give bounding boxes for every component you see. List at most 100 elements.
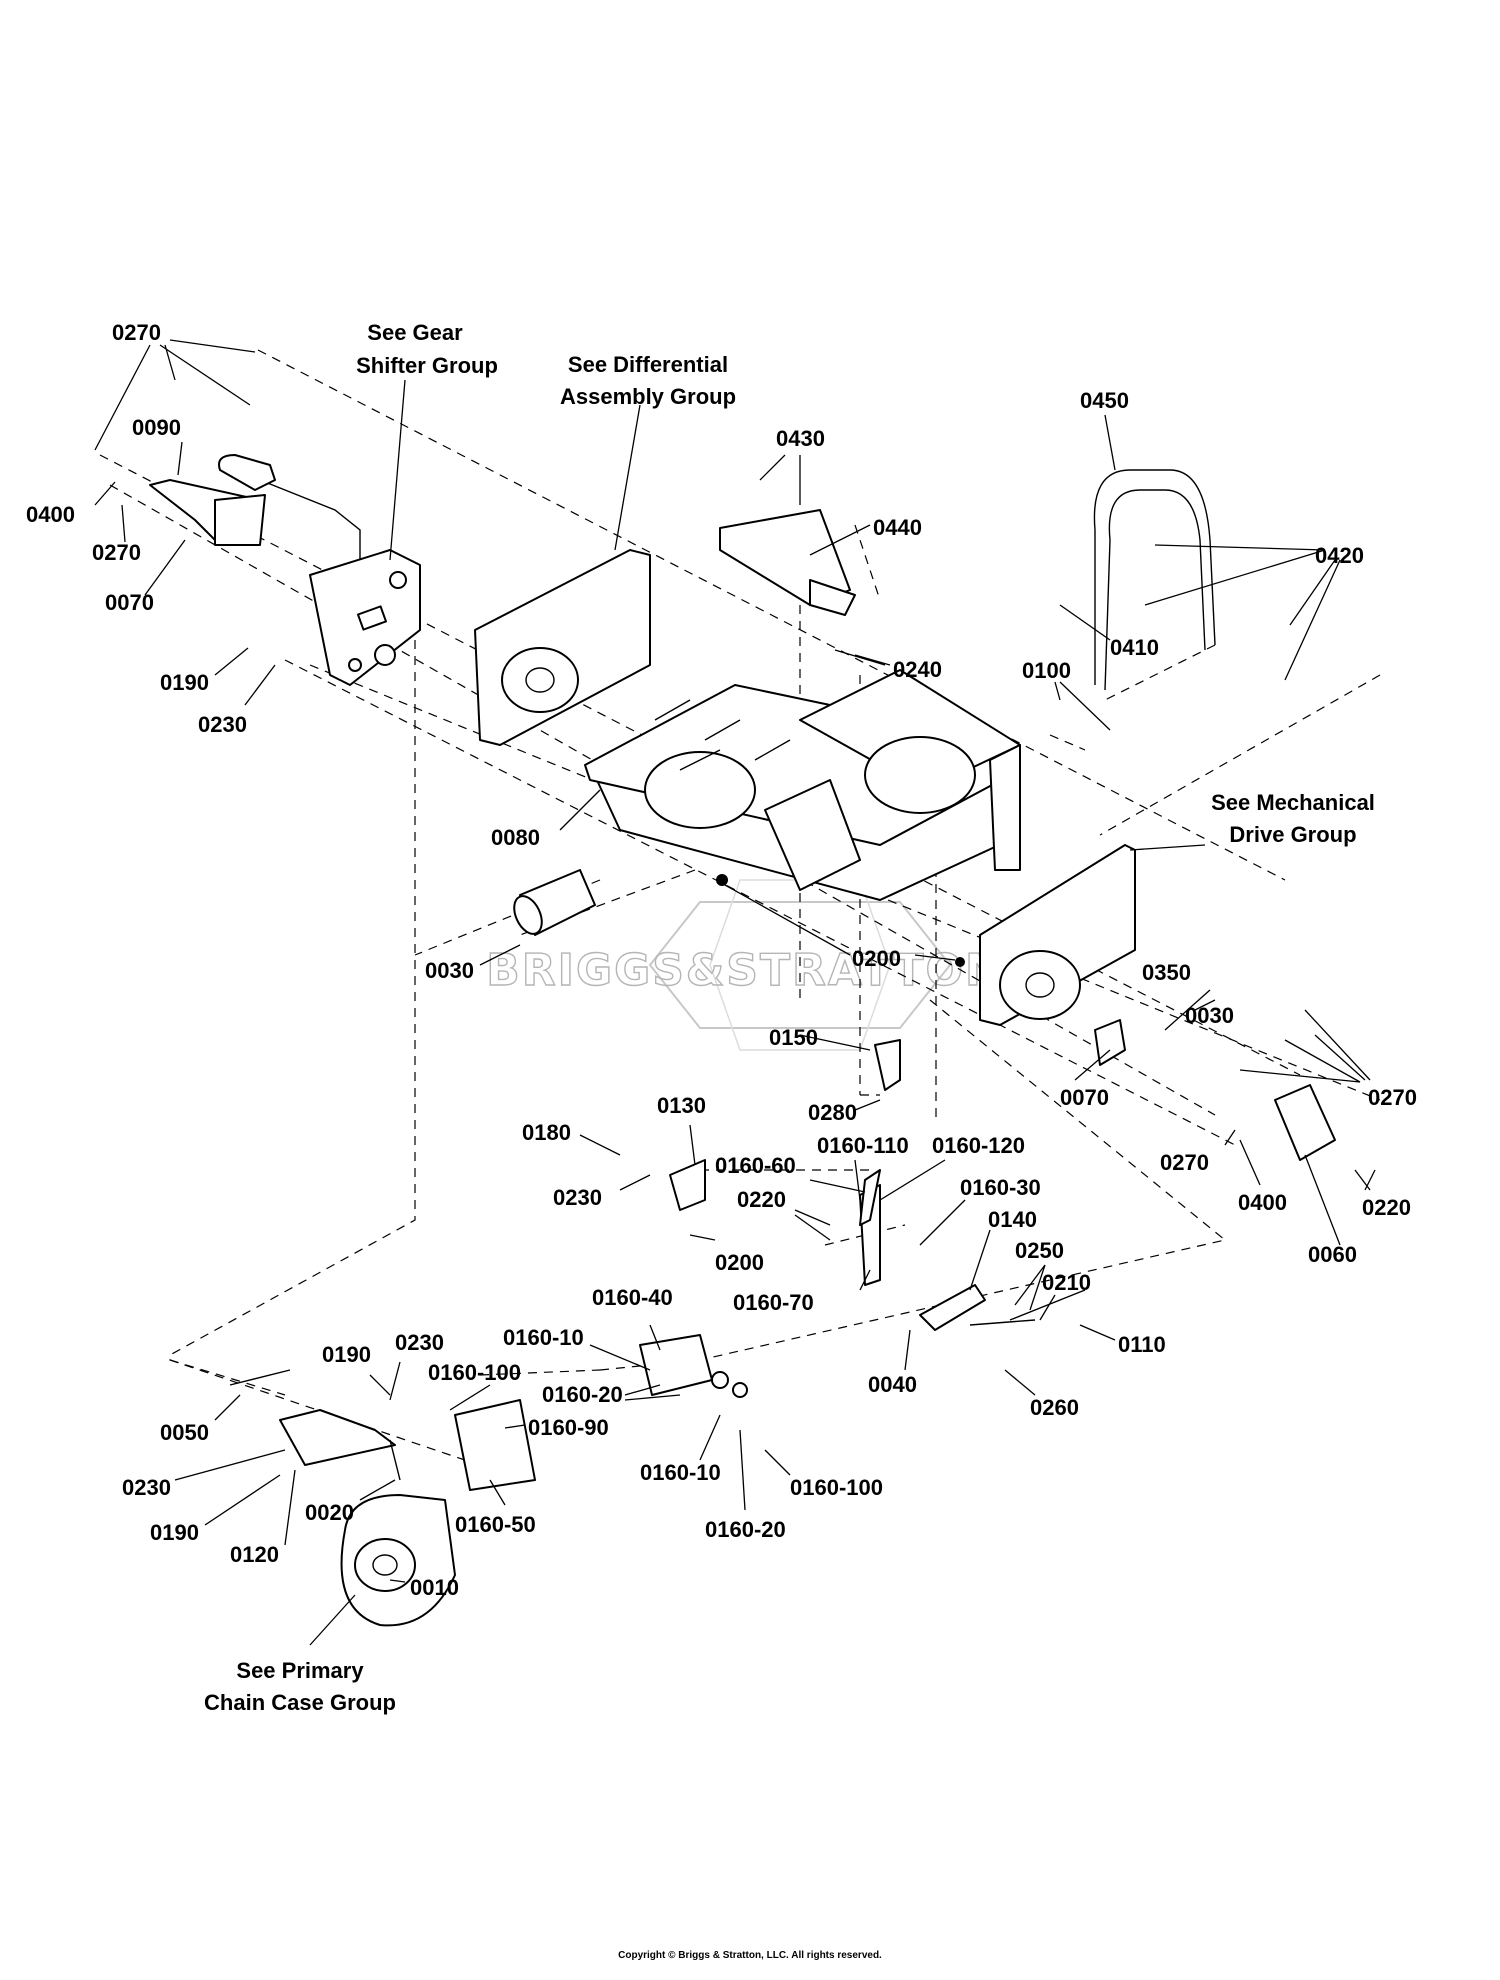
callout-0200: 0200 xyxy=(715,1250,764,1275)
callout-0210: 0210 xyxy=(1042,1270,1091,1295)
leader-0160-40 xyxy=(649,1324,661,1351)
alignment-line xyxy=(169,1359,286,1396)
leader-0450 xyxy=(1104,414,1116,471)
callout-0350: 0350 xyxy=(1142,960,1191,985)
leader-0190-a xyxy=(214,647,249,676)
leader-0210 xyxy=(1039,1294,1056,1321)
callout-0270: 0270 xyxy=(1368,1085,1417,1110)
leader-primary-chain-case xyxy=(309,1594,356,1646)
callout-0160-10: 0160-10 xyxy=(640,1460,721,1485)
leader-0160-100-b xyxy=(764,1449,791,1476)
callout-0190: 0190 xyxy=(322,1342,371,1367)
callout-0030: 0030 xyxy=(1185,1003,1234,1028)
leader-0110 xyxy=(1079,1324,1116,1341)
callout-0440: 0440 xyxy=(873,515,922,540)
spring-0110 xyxy=(1009,1289,1086,1321)
left-side-plate xyxy=(474,549,651,746)
frame-right-opening xyxy=(864,736,976,814)
note-mechanical-drive-line1: See Mechanical xyxy=(1211,790,1375,815)
callout-0040: 0040 xyxy=(868,1372,917,1397)
washer xyxy=(732,1382,748,1398)
leader-0090 xyxy=(177,441,183,476)
callout-0400: 0400 xyxy=(26,502,75,527)
callout-0160-20: 0160-20 xyxy=(705,1517,786,1542)
callout-0270: 0270 xyxy=(1160,1150,1209,1175)
leader-0160-60 xyxy=(809,1179,866,1193)
callout-0160-110: 0160-110 xyxy=(817,1133,909,1158)
leader-0160-20-a xyxy=(624,1384,681,1401)
alignment-line xyxy=(699,999,1227,1361)
leader-0350 xyxy=(1164,989,1211,1031)
callout-0150: 0150 xyxy=(769,1025,818,1050)
callout-0070: 0070 xyxy=(1060,1085,1109,1110)
leader-0120 xyxy=(284,1469,296,1546)
note-gear-shifter-line1: See Gear xyxy=(367,320,463,345)
callout-0200: 0200 xyxy=(852,946,901,971)
left-plate-hub xyxy=(501,647,579,713)
callout-0220: 0220 xyxy=(737,1187,786,1212)
leader-0410 xyxy=(1059,604,1111,641)
right-plate-hub-center xyxy=(1025,972,1055,998)
note-primary-chain-case-line2: Chain Case Group xyxy=(204,1690,396,1715)
leader-0020 xyxy=(359,1479,396,1501)
callout-0080: 0080 xyxy=(491,825,540,850)
callout-0160-10: 0160-10 xyxy=(503,1325,584,1350)
alignment-line xyxy=(169,640,526,1481)
shifter-hole xyxy=(348,658,362,672)
callout-0160-40: 0160-40 xyxy=(592,1285,673,1310)
frame-slots xyxy=(654,699,791,771)
callout-0400: 0400 xyxy=(1238,1190,1287,1215)
callout-0160-20: 0160-20 xyxy=(542,1382,623,1407)
left-plate xyxy=(474,549,651,746)
right-side-plate xyxy=(955,844,1136,1026)
callout-0010: 0010 xyxy=(410,1575,459,1600)
leader-0160-90 xyxy=(504,1424,526,1429)
frame-left-opening xyxy=(644,751,756,829)
leader-0270-a xyxy=(94,339,256,451)
leader-0150 xyxy=(799,1034,871,1051)
leader-0050 xyxy=(214,1394,241,1421)
washer xyxy=(711,1371,729,1389)
linkage-parts xyxy=(454,1039,1086,1491)
alignment-line xyxy=(284,659,1236,1146)
leader-0160-10-b xyxy=(699,1414,721,1461)
callout-0160-30: 0160-30 xyxy=(960,1175,1041,1200)
leader-0200-a xyxy=(724,884,956,961)
leader-0270-d xyxy=(1224,1129,1236,1146)
leader-0240 xyxy=(834,649,891,666)
leader-0190-c xyxy=(204,1474,281,1526)
leader-0180 xyxy=(579,1134,621,1156)
guard-0160-50 xyxy=(454,1399,536,1491)
leader-0030-b xyxy=(1194,999,1216,1011)
leader-0250 xyxy=(1014,1264,1046,1311)
leader-0060 xyxy=(1304,1154,1341,1246)
axle-tube xyxy=(513,869,596,936)
leader-0160-110 xyxy=(854,1159,861,1201)
leader-differential xyxy=(614,404,641,551)
leader-0160-100-a xyxy=(449,1384,491,1411)
leader-0160-20-b xyxy=(739,1429,746,1511)
callout-0420: 0420 xyxy=(1315,543,1364,568)
callout-0020: 0020 xyxy=(305,1500,354,1525)
shifter-pivot xyxy=(389,571,407,589)
callout-0260: 0260 xyxy=(1030,1395,1079,1420)
frame-rear-leg xyxy=(989,744,1021,871)
leader-0260 xyxy=(1004,1369,1036,1396)
chain-case-area xyxy=(229,1369,456,1627)
bracket-0130 xyxy=(669,1159,706,1211)
chain-case-hub-center xyxy=(372,1554,398,1576)
callout-0160-120: 0160-120 xyxy=(932,1133,1025,1158)
leader-0070-b xyxy=(1074,1049,1111,1081)
leader-0010 xyxy=(389,1579,406,1583)
left-plate-hub-center xyxy=(525,667,555,693)
leader-0440 xyxy=(809,524,871,556)
leader-0230-a xyxy=(244,664,276,706)
callout-0270: 0270 xyxy=(112,320,161,345)
callout-0050: 0050 xyxy=(160,1420,209,1445)
leader-0190-b xyxy=(369,1374,391,1396)
callout-0250: 0250 xyxy=(1015,1238,1064,1263)
leader-0220-a xyxy=(794,1209,831,1241)
callout-0160-50: 0160-50 xyxy=(455,1512,536,1537)
